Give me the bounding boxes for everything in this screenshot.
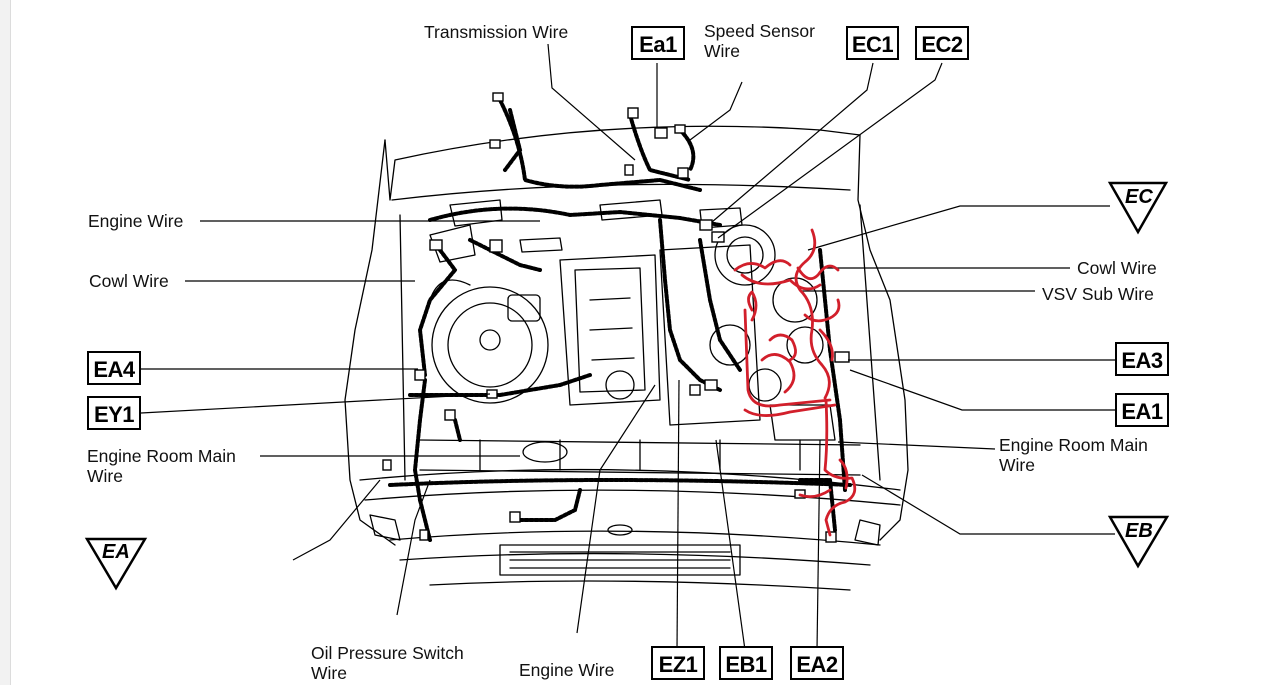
connector-ec2: EC2 xyxy=(915,26,969,60)
engine-room-main-wire-left-label: Engine Room Main Wire xyxy=(87,446,236,486)
page-margin xyxy=(0,0,11,685)
speed-sensor-wire-label: Speed Sensor Wire xyxy=(704,21,815,61)
connector-ea2: EA2 xyxy=(790,646,844,680)
engine-wire-top-label: Engine Wire xyxy=(88,211,184,231)
oil-pressure-switch-wire-label: Oil Pressure Switch Wire xyxy=(311,643,464,683)
ground-ea-label: EA xyxy=(102,541,130,563)
connector-ea1-right: EA1 xyxy=(1115,393,1169,427)
vsv-sub-wire-label: VSV Sub Wire xyxy=(1042,284,1154,304)
ground-eb-label: EB xyxy=(1125,520,1153,542)
connector-ea3: EA3 xyxy=(1115,342,1169,376)
transmission-wire-label: Transmission Wire xyxy=(424,22,569,42)
connector-ea1-top: Ea1 xyxy=(631,26,685,60)
connector-ez1: EZ1 xyxy=(651,646,705,680)
connector-eb1: EB1 xyxy=(719,646,773,680)
cowl-wire-right-label: Cowl Wire xyxy=(1077,258,1157,278)
connector-ey1: EY1 xyxy=(87,396,141,430)
ground-ec-label: EC xyxy=(1125,186,1153,208)
engine-wire-bottom-label: Engine Wire xyxy=(519,660,615,680)
engine-room-main-wire-right-label: Engine Room Main Wire xyxy=(999,435,1148,475)
cowl-wire-left-label: Cowl Wire xyxy=(89,271,169,291)
connector-ec1: EC1 xyxy=(846,26,899,60)
connector-ea4: EA4 xyxy=(87,351,141,385)
